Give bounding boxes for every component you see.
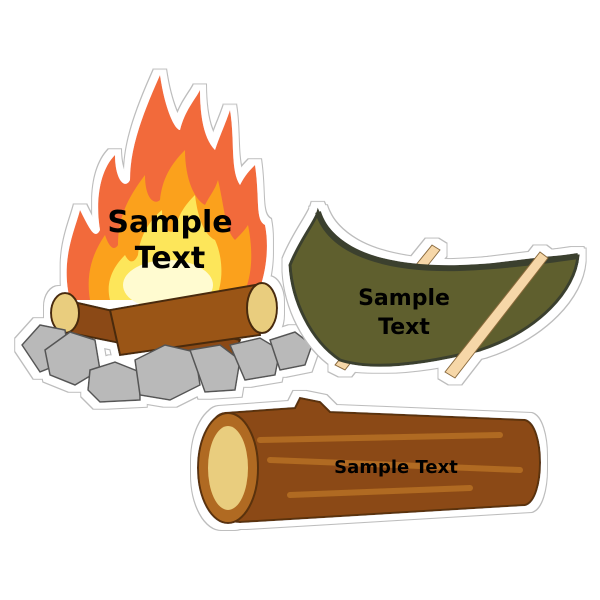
boat-oar-right [444,251,549,379]
campfire-label-line2: Text [135,241,206,276]
log-sticker[interactable]: Sample Text [197,396,541,524]
campfire-sticker[interactable]: Sample Text [21,75,313,403]
campfire-rocks [21,324,313,403]
log-label: Sample Text [334,457,458,478]
rowboat-label-line2: Text [378,315,430,340]
campfire-log-right [108,282,278,357]
log-end-core [208,426,248,510]
campfire-label-line1: Sample [107,205,232,240]
log-grain [257,432,523,498]
rowboat-sticker[interactable]: Sample Text [288,207,580,379]
rowboat-label-line1: Sample [358,286,450,311]
